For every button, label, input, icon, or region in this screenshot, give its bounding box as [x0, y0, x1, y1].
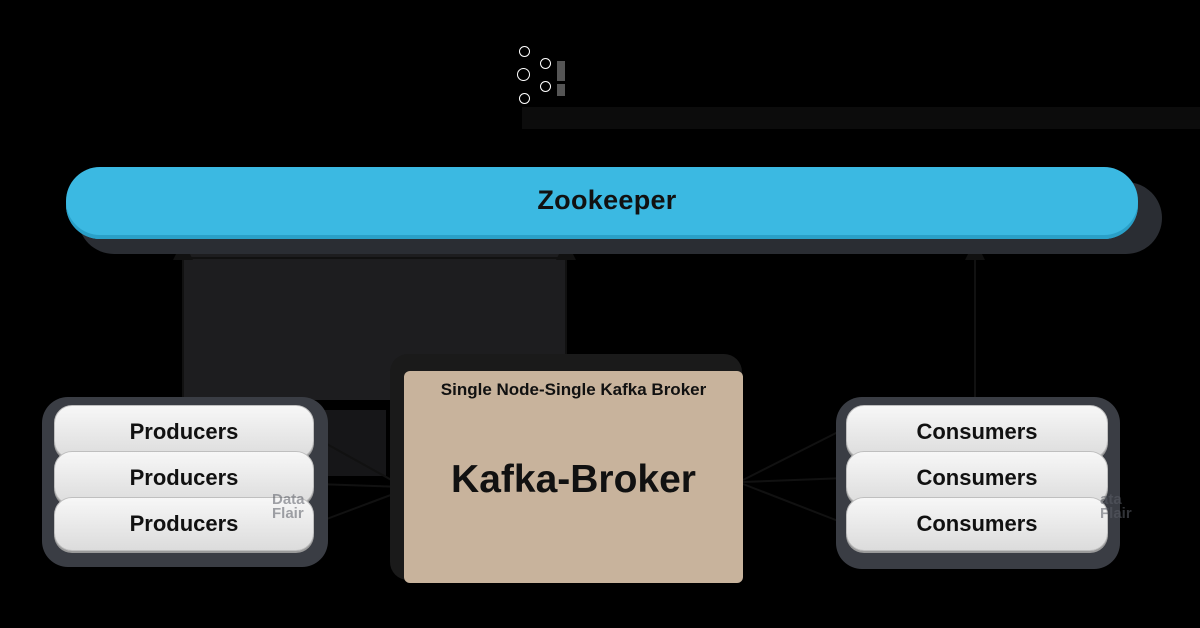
ring-icon — [517, 68, 530, 81]
connector-panel — [320, 410, 386, 476]
tick-mark — [557, 61, 565, 81]
dark-band — [522, 107, 1200, 129]
consumer-arrow-1 — [742, 427, 847, 481]
consumer-label: Consumers — [916, 511, 1038, 536]
producer-arrow-3 — [315, 489, 405, 524]
ring-icon — [540, 58, 551, 69]
consumer-node: Consumers — [846, 497, 1108, 551]
consumer-label: Consumers — [916, 419, 1038, 444]
consumer-arrow-3 — [742, 483, 847, 525]
zookeeper-label: Zookeeper — [537, 184, 677, 215]
consumer-node: Consumers — [846, 405, 1108, 459]
ring-icon — [540, 81, 551, 92]
broker-label: Kafka-Broker — [451, 458, 696, 501]
producer-node: Producers — [54, 497, 314, 551]
producer-arrow-1 — [315, 437, 413, 492]
producer-arrow-2 — [315, 483, 405, 488]
producer-node: Producers — [54, 451, 314, 505]
producer-label: Producers — [129, 419, 239, 444]
zookeeper-bar: Zookeeper — [66, 167, 1138, 239]
kafka-broker-box: Single Node-Single Kafka Broker Kafka-Br… — [404, 371, 743, 583]
consumer-label: Consumers — [916, 465, 1038, 490]
ring-icon — [519, 46, 530, 57]
producer-label: Producers — [129, 511, 239, 536]
producer-node: Producers — [54, 405, 314, 459]
producer-label: Producers — [129, 465, 239, 490]
tick-mark — [557, 84, 565, 96]
consumer-arrow-2 — [742, 477, 847, 483]
broker-subtitle: Single Node-Single Kafka Broker — [440, 380, 707, 399]
ring-icon — [519, 93, 530, 104]
